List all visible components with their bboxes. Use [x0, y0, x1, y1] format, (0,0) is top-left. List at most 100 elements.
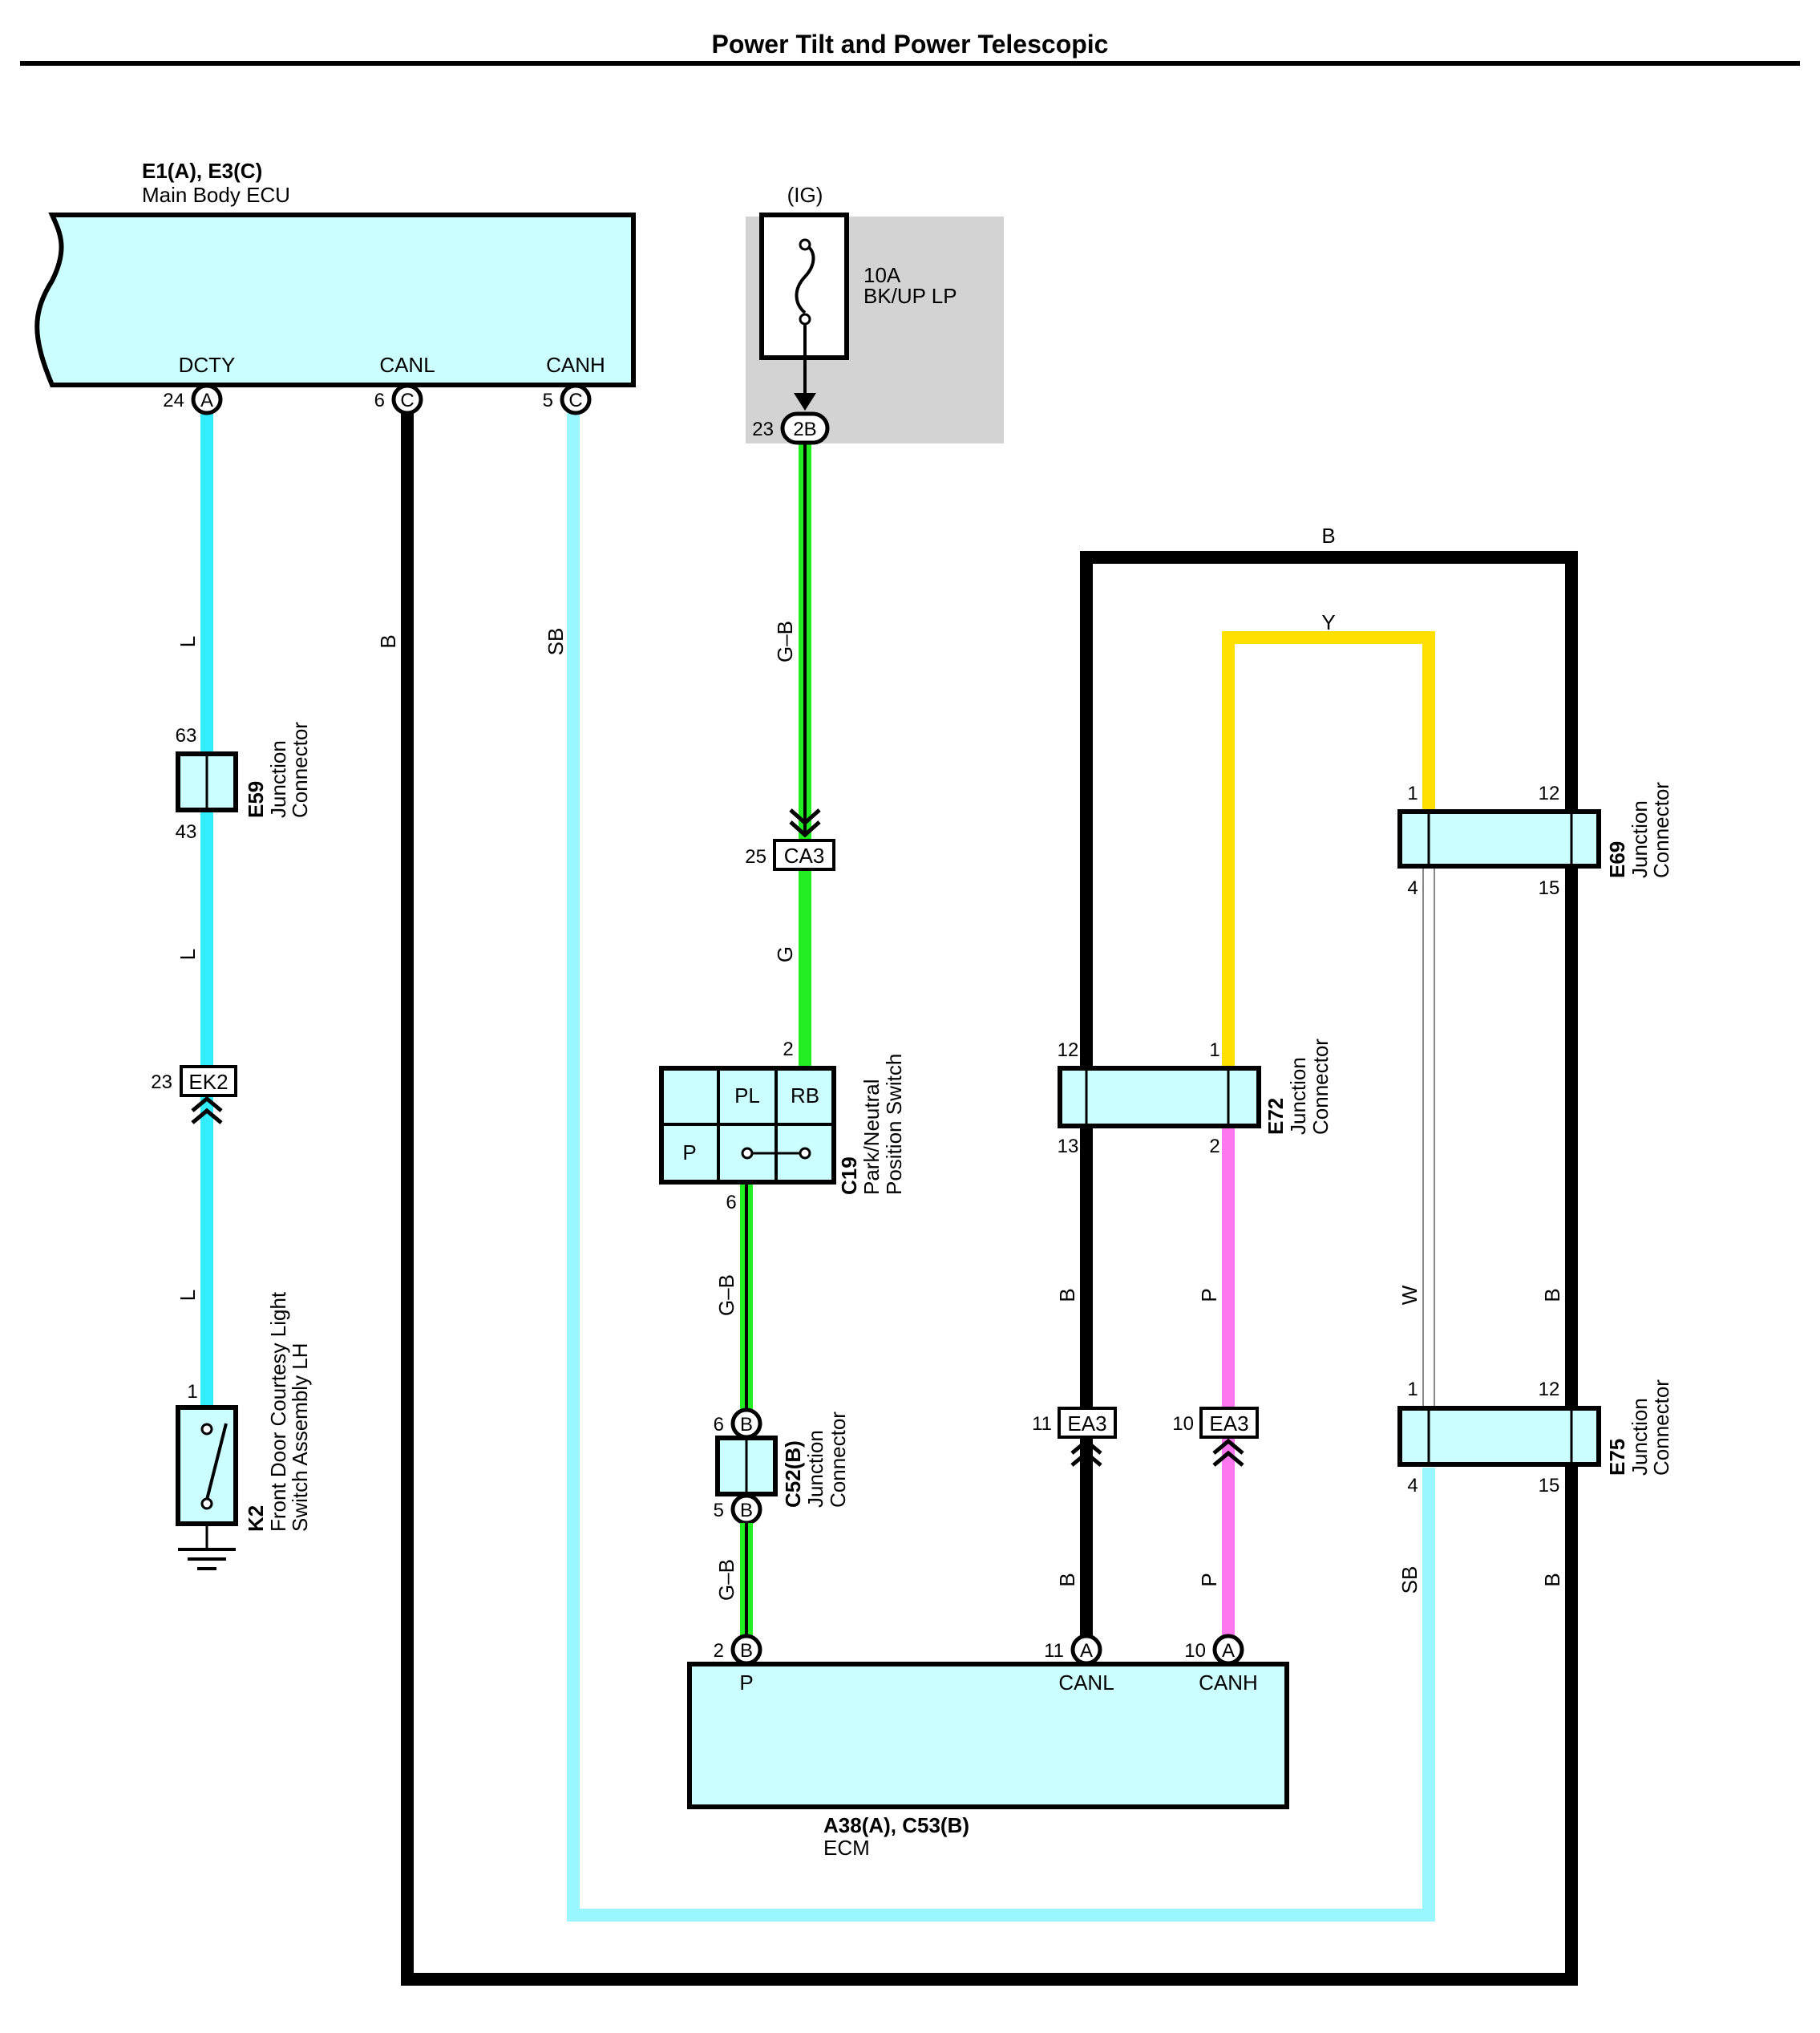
e72-name: Connector — [1308, 1039, 1333, 1135]
switch-contact — [799, 1147, 811, 1160]
pin-number: 12 — [1539, 783, 1560, 804]
wire-canl-main-black — [401, 399, 1578, 1986]
pin-number: 25 — [745, 846, 766, 868]
k2-name: Switch Assembly LH — [288, 1343, 312, 1532]
pin-number: 1 — [1407, 1379, 1418, 1400]
c19-cell-p: P — [682, 1140, 696, 1164]
pin-number: 6 — [726, 1192, 736, 1213]
ecm-name: ECM — [823, 1836, 870, 1860]
ek2-code: EK2 — [188, 1070, 228, 1094]
e69-name: Connector — [1649, 782, 1673, 878]
pin-number: 24 — [163, 390, 184, 411]
wire-label: L — [176, 949, 200, 960]
wire-label: B — [1055, 1288, 1079, 1302]
c19-code: C19 — [837, 1156, 861, 1195]
pin-conn: B — [740, 1414, 753, 1436]
c19-cell-rb: RB — [791, 1083, 819, 1108]
e59-code: E59 — [244, 781, 268, 818]
e75-name: Junction — [1628, 1398, 1652, 1476]
page-title: Power Tilt and Power Telescopic — [712, 30, 1109, 59]
e75-name: Connector — [1649, 1379, 1673, 1476]
c52-code: C52(B) — [781, 1440, 805, 1508]
chevron-up-icon — [1070, 1438, 1102, 1467]
pin-circle — [1070, 1634, 1102, 1666]
ea3-h-connector — [1199, 1407, 1259, 1439]
arrow-down-icon — [794, 393, 816, 411]
wire-label: B — [376, 634, 400, 648]
c19-cell-pl: PL — [734, 1083, 760, 1108]
pin-number: 1 — [1407, 783, 1418, 804]
wire-label: B — [1540, 1288, 1564, 1302]
e72-connector — [1058, 1066, 1261, 1128]
pin-conn: B — [740, 1640, 753, 1662]
c52-name: Connector — [826, 1411, 850, 1508]
main-ecu-terminal-canl: CANL — [379, 353, 435, 377]
fuse-contact — [799, 313, 811, 326]
pin-number: 43 — [176, 821, 197, 843]
pin-number: 13 — [1058, 1136, 1079, 1157]
k2-name: Front Door Courtesy Light — [266, 1291, 290, 1532]
wire-label: G–B — [714, 1274, 738, 1316]
pin-number: 10 — [1172, 1413, 1194, 1435]
e72-code: E72 — [1264, 1098, 1288, 1135]
fuse-rating: 10A — [863, 263, 901, 287]
ca3-connector — [773, 839, 835, 871]
wire-canh-main-sb — [567, 399, 1435, 1922]
ea3-l-connector — [1058, 1407, 1117, 1439]
switch-contact — [741, 1147, 754, 1160]
pin-conn: A — [1080, 1640, 1093, 1662]
pin-number: 12 — [1539, 1379, 1560, 1400]
pin-conn: B — [740, 1500, 753, 1521]
wire-label: G–B — [773, 621, 797, 662]
pin-circle — [730, 1634, 762, 1666]
switch-contact — [200, 1423, 213, 1436]
pin-number: 4 — [1407, 877, 1418, 899]
wire-label: G–B — [714, 1559, 738, 1601]
c19-name: Position Switch — [882, 1054, 906, 1195]
c19-name: Park/Neutral — [859, 1079, 884, 1196]
e59-name: Junction — [266, 740, 290, 818]
fuse-source: (IG) — [787, 183, 823, 207]
main-ecu-terminal-dcty: DCTY — [179, 353, 236, 377]
wire-yellow — [1222, 631, 1435, 1068]
wire-label: B — [1540, 1573, 1564, 1586]
pin-number: 11 — [1032, 1413, 1052, 1435]
chevron-up-icon — [1212, 1438, 1244, 1467]
pin-number: 15 — [1539, 1475, 1560, 1496]
wire-label: G — [773, 946, 797, 962]
wire-label: L — [176, 1290, 200, 1301]
pin-conn: C — [400, 390, 414, 411]
pin-circle — [191, 383, 223, 415]
pin-circle — [391, 383, 423, 415]
e75-code: E75 — [1605, 1439, 1629, 1476]
pin-number: 6 — [374, 390, 385, 411]
wire-label: W — [1397, 1285, 1422, 1305]
ground-icon — [178, 1548, 236, 1570]
wire-label: Y — [1321, 610, 1335, 634]
fuse-contact — [799, 238, 811, 251]
ea3-l-code: EA3 — [1067, 1411, 1106, 1436]
pin-number: 2 — [783, 1039, 793, 1060]
pin-number: 1 — [1209, 1039, 1219, 1061]
ecm-terminal-canl: CANL — [1058, 1671, 1114, 1695]
e59-name: Connector — [288, 722, 312, 818]
pin-conn: 2B — [793, 419, 816, 440]
switch-contact — [200, 1497, 213, 1510]
pin-number: 2 — [714, 1640, 724, 1662]
pin-conn: A — [200, 390, 213, 411]
ecm-box — [687, 1662, 1289, 1809]
pin-number: 15 — [1539, 877, 1560, 899]
c52-name: Junction — [803, 1430, 827, 1508]
wire-label: P — [1197, 1288, 1221, 1302]
e69-code: E69 — [1605, 841, 1629, 878]
wire-label: P — [1197, 1573, 1221, 1586]
pin-number: 10 — [1184, 1640, 1206, 1662]
pin-number: 1 — [187, 1381, 197, 1403]
ecm-code: A38(A), C53(B) — [823, 1813, 969, 1837]
pin-circle — [560, 383, 592, 415]
pin-number: 5 — [543, 390, 553, 411]
pin-number: 11 — [1044, 1640, 1064, 1662]
ecm-terminal-p: P — [739, 1671, 753, 1695]
pin-conn: A — [1222, 1640, 1235, 1662]
